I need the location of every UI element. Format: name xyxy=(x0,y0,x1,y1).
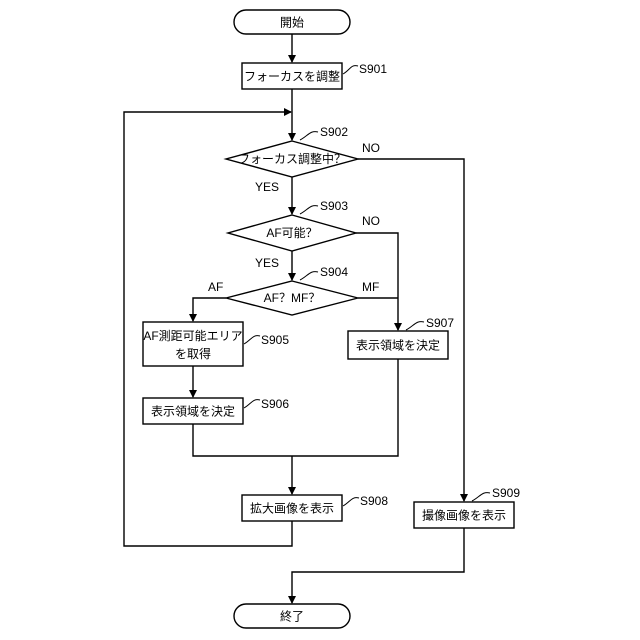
process-s909: 撮像画像を表示 S909 xyxy=(414,486,520,528)
s903-step-label: S903 xyxy=(320,199,348,213)
connector-s906-merge xyxy=(193,424,292,456)
s903-no-label: NO xyxy=(362,214,380,228)
s905-leader xyxy=(244,336,260,344)
s901-leader xyxy=(343,66,358,74)
s903-leader xyxy=(300,206,318,214)
s907-label: 表示領域を決定 xyxy=(356,338,440,353)
s901-step-label: S901 xyxy=(359,62,387,76)
decision-s904: AF？MF？ S904 AF MF xyxy=(208,265,379,315)
s902-no-label: NO xyxy=(362,141,380,155)
connector-s907-merge xyxy=(292,359,398,456)
s909-label: 撮像画像を表示 xyxy=(422,509,506,523)
start-label: 開始 xyxy=(280,16,304,30)
s902-step-label: S902 xyxy=(320,125,348,139)
end-label: 終了 xyxy=(280,609,304,624)
s908-step-label: S908 xyxy=(360,494,388,508)
s904-label: AF？MF？ xyxy=(264,291,321,305)
s902-yes-label: YES xyxy=(255,180,279,194)
s902-leader xyxy=(300,132,318,140)
process-s907: 表示領域を決定 S907 xyxy=(348,316,454,359)
process-s906: 表示領域を決定 S906 xyxy=(143,397,289,424)
s901-label: フォーカスを調整 xyxy=(244,69,340,84)
s902-label: フォーカス調整中？ xyxy=(238,151,346,166)
decision-s903: AF可能？ S903 NO YES xyxy=(228,199,380,270)
s903-yes-label: YES xyxy=(255,256,279,270)
s908-label: 拡大画像を表示 xyxy=(250,502,334,516)
s904-leader xyxy=(300,272,318,280)
s905-label-line1: AF測距可能エリア xyxy=(143,329,242,343)
s906-label: 表示領域を決定 xyxy=(151,404,235,419)
s909-step-label: S909 xyxy=(492,486,520,500)
s908-leader xyxy=(343,498,359,506)
s904-af-label: AF xyxy=(208,280,223,294)
process-s908: 拡大画像を表示 S908 xyxy=(242,494,388,521)
s906-leader xyxy=(244,400,260,408)
connector-s909-end xyxy=(292,528,464,603)
connector-s904-af-s905 xyxy=(193,298,226,321)
connector-s902-no-s909 xyxy=(358,159,464,501)
decision-s902: フォーカス調整中？ S902 NO YES xyxy=(226,125,380,194)
s907-leader xyxy=(406,322,424,330)
process-s905: AF測距可能エリア を取得 S905 xyxy=(143,322,289,366)
s904-mf-label: MF xyxy=(362,280,379,294)
s903-label: AF可能？ xyxy=(266,226,317,240)
s905-step-label: S905 xyxy=(261,333,289,347)
s905-label-line2: を取得 xyxy=(175,346,211,361)
process-s901: フォーカスを調整 S901 xyxy=(242,62,387,89)
s906-step-label: S906 xyxy=(261,397,289,411)
s904-step-label: S904 xyxy=(320,265,348,279)
end-terminal: 終了 xyxy=(234,604,350,628)
start-terminal: 開始 xyxy=(234,10,350,34)
s909-leader xyxy=(472,493,490,501)
s907-step-label: S907 xyxy=(426,316,454,330)
